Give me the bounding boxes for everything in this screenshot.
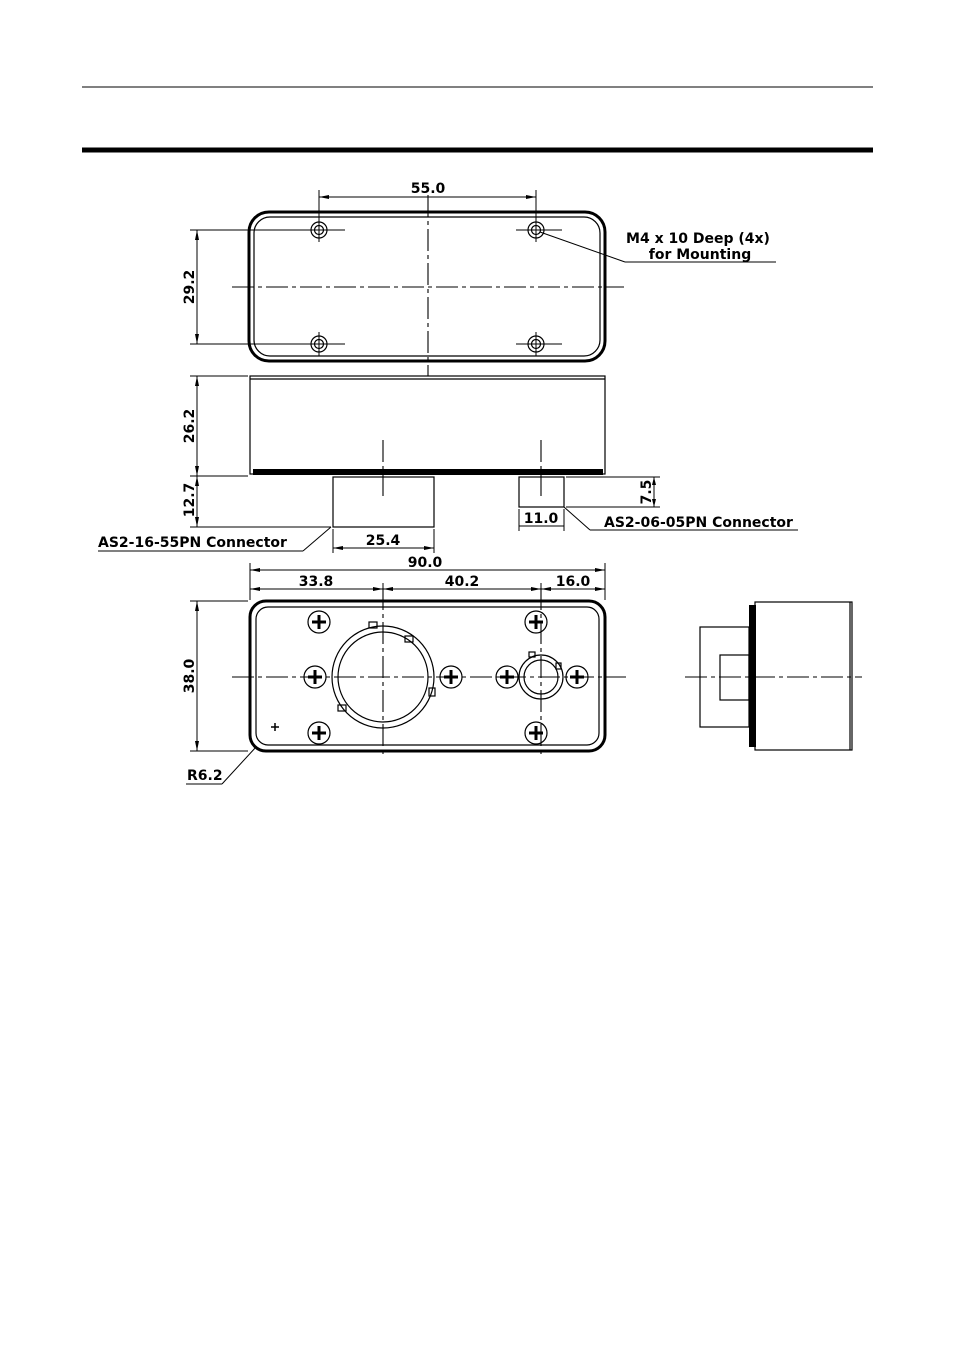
screw (525, 611, 547, 633)
right-side-view (685, 602, 862, 750)
screw (308, 722, 330, 744)
side-view: 26.2 12.7 7.5 11.0 25.4 AS2-16-55PN Conn… (98, 376, 798, 553)
top-view: 55.0 29.2 M4 x 10 Deep (4x) for Mounting (182, 181, 776, 376)
dim-large-connector-width: 25.4 (366, 533, 401, 549)
dim-height: 38.0 (182, 658, 198, 693)
large-connector-label: AS2-16-55PN Connector (98, 535, 287, 551)
mounting-hole (516, 218, 562, 242)
screw (308, 611, 330, 633)
side-view-base-band (253, 469, 603, 475)
mounting-note-line2: for Mounting (649, 247, 751, 263)
dim-right-offset: 16.0 (556, 574, 591, 590)
small-connector-label: AS2-06-05PN Connector (604, 515, 793, 531)
dim-center-spacing: 40.2 (445, 574, 480, 590)
dim-left-offset: 33.8 (299, 574, 334, 590)
dim-hole-spacing: 55.0 (411, 181, 446, 197)
dim-hole-height: 29.2 (182, 270, 198, 305)
right-view-body (755, 602, 852, 750)
dim-connector-height: 12.7 (182, 483, 198, 518)
dim-small-connector-height: 7.5 (639, 480, 655, 505)
side-view-body (250, 376, 605, 474)
mounting-note-line1: M4 x 10 Deep (4x) (626, 231, 770, 247)
corner-radius-label: R6.2 (187, 768, 223, 784)
right-view-band (749, 605, 756, 747)
dim-body-height: 26.2 (182, 409, 198, 444)
dim-overall-width: 90.0 (408, 555, 443, 571)
dim-small-connector-width: 11.0 (524, 511, 559, 527)
mounting-hole (516, 332, 562, 356)
front-view: 90.0 33.8 40.2 16.0 38.0 R6.2 (182, 555, 626, 784)
orientation-mark (271, 723, 279, 731)
screw (525, 722, 547, 744)
